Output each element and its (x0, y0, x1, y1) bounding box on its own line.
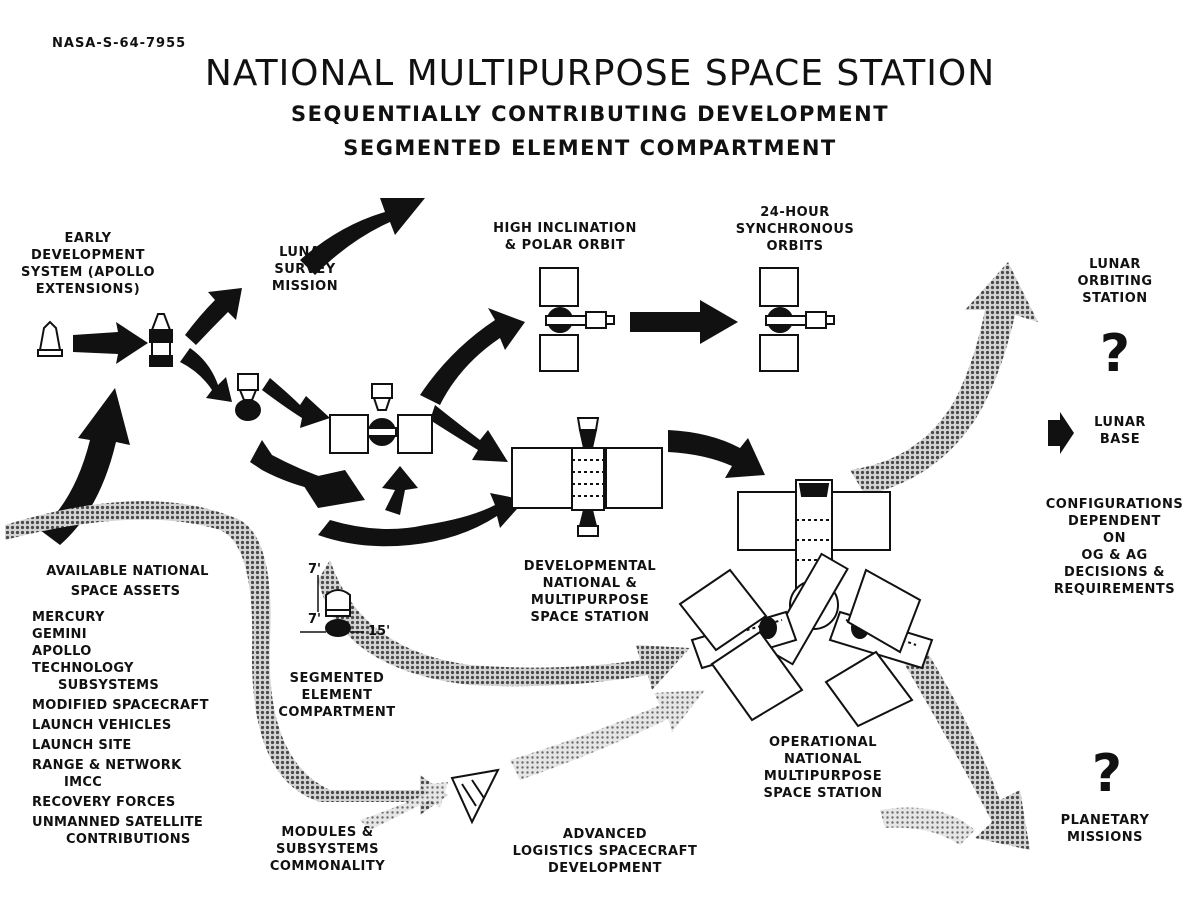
dimension-inner: 7' (308, 612, 322, 627)
arrow-logistics-to-operational (510, 690, 705, 780)
assets-heading-1: AVAILABLE NATIONAL (46, 564, 209, 579)
asset-item: TECHNOLOGY (32, 661, 134, 676)
assets-list: AVAILABLE NATIONAL SPACE ASSETS MERCURY … (18, 562, 233, 850)
asset-item: UNMANNED SATELLITE (32, 815, 204, 830)
asset-item: RANGE & NETWORK (32, 758, 182, 773)
synchronous-orbit-station-icon (759, 267, 835, 372)
polar-orbit-station-icon (539, 267, 615, 372)
arrow-lunar-base (1048, 412, 1074, 454)
assets-heading-2: SPACE ASSETS (70, 584, 181, 599)
label-lunar-survey: LUNAR SURVEY MISSION (271, 245, 339, 294)
arrow-left-up (40, 388, 130, 545)
arrow-apollo-to-stack (73, 322, 148, 364)
dimension-height: 7' (308, 562, 322, 577)
dimension-diameter: 15' (368, 624, 391, 639)
label-advanced-logistics: ADVANCED LOGISTICS SPACECRAFT DEVELOPMEN… (512, 827, 698, 876)
question-mark-planetary: ? (1091, 744, 1123, 804)
arrow-to-planetary (905, 640, 1030, 850)
arrow-to-developmental (430, 405, 508, 462)
arrow-fork-lower (318, 493, 525, 547)
apollo-capsule-icon (37, 320, 63, 357)
operational-station-icon (678, 479, 934, 728)
segmented-compartment-icon (300, 575, 364, 637)
arrow-to-lunar-orbiting (850, 262, 1038, 495)
arrow-to-high-incl (420, 308, 525, 405)
asset-item: LAUNCH SITE (32, 738, 132, 753)
arrow-stack-down (180, 348, 232, 402)
logistics-spacecraft-icon (450, 768, 500, 825)
asset-item: LAUNCH VEHICLES (32, 718, 172, 733)
arrow-fork-upper-left (300, 470, 365, 508)
label-lunar-orbiting-station: LUNAR ORBITING STATION (1077, 257, 1153, 306)
developmental-station-icon (511, 417, 663, 537)
label-lunar-base: LUNAR BASE (1094, 415, 1146, 447)
lunar-lander-icon (235, 373, 261, 421)
label-developmental-station: DEVELOPMENTAL NATIONAL & MULTIPURPOSE SP… (523, 559, 657, 625)
early-orbital-station-icon (329, 383, 433, 454)
document-id: NASA-S-64-7955 (52, 36, 187, 51)
asset-item: APOLLO (32, 644, 92, 659)
asset-item: MODIFIED SPACECRAFT (32, 698, 209, 713)
arrow-fork-up (382, 466, 418, 515)
asset-item: GEMINI (32, 627, 87, 642)
asset-item: RECOVERY FORCES (32, 795, 176, 810)
arrow-center-to-operational (318, 560, 690, 690)
label-high-inclination: HIGH INCLINATION & POLAR ORBIT (493, 221, 637, 253)
diagram-subtitle-1: SEQUENTIALLY CONTRIBUTING DEVELOPMENT (290, 102, 890, 126)
diagram-subtitle-2: SEGMENTED ELEMENT COMPARTMENT (343, 136, 837, 160)
arrow-modules-left (360, 782, 448, 830)
label-synchronous-orbits: 24-HOUR SYNCHRONOUS ORBITS (735, 205, 855, 254)
arrow-to-operational (668, 430, 765, 478)
asset-item: CONTRIBUTIONS (66, 832, 191, 847)
arrow-to-orbital (262, 378, 330, 428)
apollo-stack-icon (149, 313, 173, 367)
label-early-development: EARLY DEVELOPMENT SYSTEM (APOLLO EXTENSI… (20, 231, 156, 297)
halftone-arrows (5, 262, 1038, 850)
question-mark-lunar: ? (1099, 324, 1131, 384)
label-operational-station: OPERATIONAL NATIONAL MULTIPURPOSE SPACE … (763, 735, 883, 801)
arrow-lunar-survey (300, 198, 425, 275)
label-segmented-compartment: SEGMENTED ELEMENT COMPARTMENT (278, 671, 396, 720)
label-planetary-missions: PLANETARY MISSIONS (1060, 813, 1150, 845)
flow-arrows (40, 198, 1074, 547)
diagram-title: NATIONAL MULTIPURPOSE SPACE STATION (204, 53, 996, 94)
label-configurations: CONFIGURATIONS DEPENDENT ON OG & AG DECI… (1045, 497, 1184, 597)
asset-item: MERCURY (32, 610, 105, 625)
label-modules-commonality: MODULES & SUBSYSTEMS COMMONALITY (269, 825, 386, 874)
asset-item: SUBSYSTEMS (58, 678, 160, 693)
asset-item: IMCC (64, 775, 103, 790)
arrow-operational-curl (880, 807, 975, 845)
arrow-to-synchronous (630, 300, 738, 344)
arrow-stack-up (185, 288, 242, 345)
